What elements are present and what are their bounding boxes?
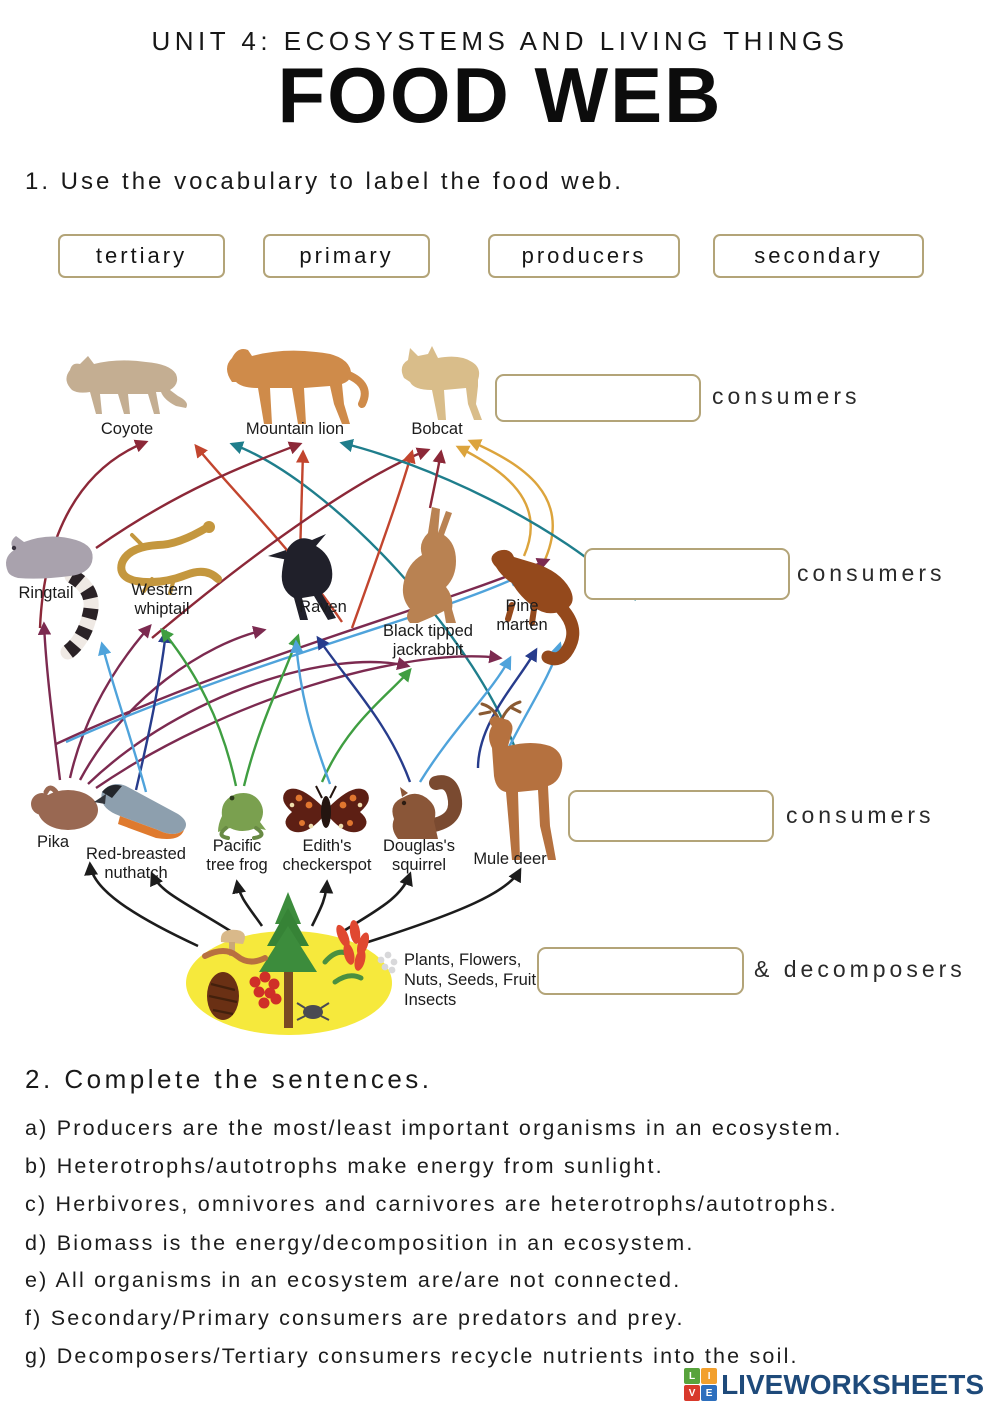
level-2-suffix: consumers [797,560,946,586]
vocab-chip-secondary[interactable]: secondary [713,234,924,278]
raven-illustration [268,534,336,620]
arrows-to-tertiary [38,439,637,763]
sentence-choice-g[interactable]: g) Decomposers/Tertiary consumers recycl… [25,1344,799,1368]
label-nuthatch: Red-breasted nuthatch [86,845,186,883]
level-3-suffix: consumers [786,802,935,828]
label-western-whiptail: Western whiptail [131,581,193,619]
producers-illustration [186,892,398,1035]
liveworksheets-icon: L I V E [684,1368,718,1401]
squirrel-illustration [392,775,462,839]
tree-frog-illustration [218,793,266,840]
brand-name: LIVEWORKSHEETS [721,1368,984,1400]
task1-instruction: 1. Use the vocabulary to label the food … [25,168,624,195]
unit-title: UNIT 4: ECOSYSTEMS AND LIVING THINGS [151,26,849,56]
sentence-choice-d[interactable]: d) Biomass is the energy/decomposition i… [25,1231,695,1255]
arrows-from-producers [84,861,522,948]
nuthatch-illustration [94,784,186,839]
sentence-choice-b[interactable]: b) Heterotrophs/autotrophs make energy f… [25,1154,664,1178]
vocab-chip-primary[interactable]: primary [263,234,430,278]
answer-slot-level-1[interactable] [495,374,701,422]
answer-slot-level-4[interactable] [537,947,744,995]
pika-illustration [31,785,98,830]
food-web-diagram [6,346,637,1035]
label-tree-frog: Pacific tree frog [206,837,268,875]
label-producers-group: Plants, Flowers, Nuts, Seeds, Fruit, Ins… [404,951,541,1010]
sentence-choice-c[interactable]: c) Herbivores, omnivores and carnivores … [25,1192,838,1216]
level-4-suffix: & decomposers [754,956,966,982]
answer-slot-level-2[interactable] [584,548,790,600]
arrows-to-secondary [37,558,564,793]
logo-letter-l: L [684,1368,701,1384]
western-whiptail-illustration [117,521,222,595]
logo-letter-i: I [701,1368,718,1384]
pine-marten-illustration [491,549,580,666]
sentence-choice-e[interactable]: e) All organisms in an ecosystem are/are… [25,1268,682,1292]
mule-deer-illustration [478,700,563,860]
answer-slot-level-3[interactable] [568,790,774,842]
vocab-chip-tertiary[interactable]: tertiary [58,234,225,278]
label-checkerspot: Edith's checkerspot [282,837,372,875]
sentence-choice-f[interactable]: f) Secondary/Primary consumers are preda… [25,1306,685,1330]
label-jackrabbit: Black tipped jackrabbit [383,622,473,660]
liveworksheets-logo: L I V E LIVEWORKSHEETS [684,1368,984,1401]
label-raven: Raven [299,598,347,616]
level-1-suffix: consumers [712,383,861,409]
page-title: FOOD WEB [277,51,723,139]
mountain-lion-illustration [227,349,369,424]
logo-letter-e: E [701,1385,718,1401]
bobcat-illustration [401,346,482,420]
label-coyote: Coyote [100,420,154,438]
label-squirrel: Douglas's squirrel [383,837,455,875]
task2-heading: 2. Complete the sentences. [25,1064,433,1094]
label-mule-deer: Mule deer [473,850,547,868]
ringtail-illustration [6,536,99,660]
label-ringtail: Ringtail [18,584,74,602]
sentence-choice-a[interactable]: a) Producers are the most/least importan… [25,1116,843,1140]
checkerspot-illustration [283,785,369,833]
label-mountain-lion: Mountain lion [245,420,345,438]
label-pika: Pika [36,833,70,851]
logo-letter-v: V [684,1385,701,1401]
coyote-illustration [66,356,187,414]
jackrabbit-illustration [402,507,456,623]
label-pine-marten: Pine marten [496,597,548,635]
label-bobcat: Bobcat [411,420,463,438]
vocab-chip-producers[interactable]: producers [488,234,680,278]
